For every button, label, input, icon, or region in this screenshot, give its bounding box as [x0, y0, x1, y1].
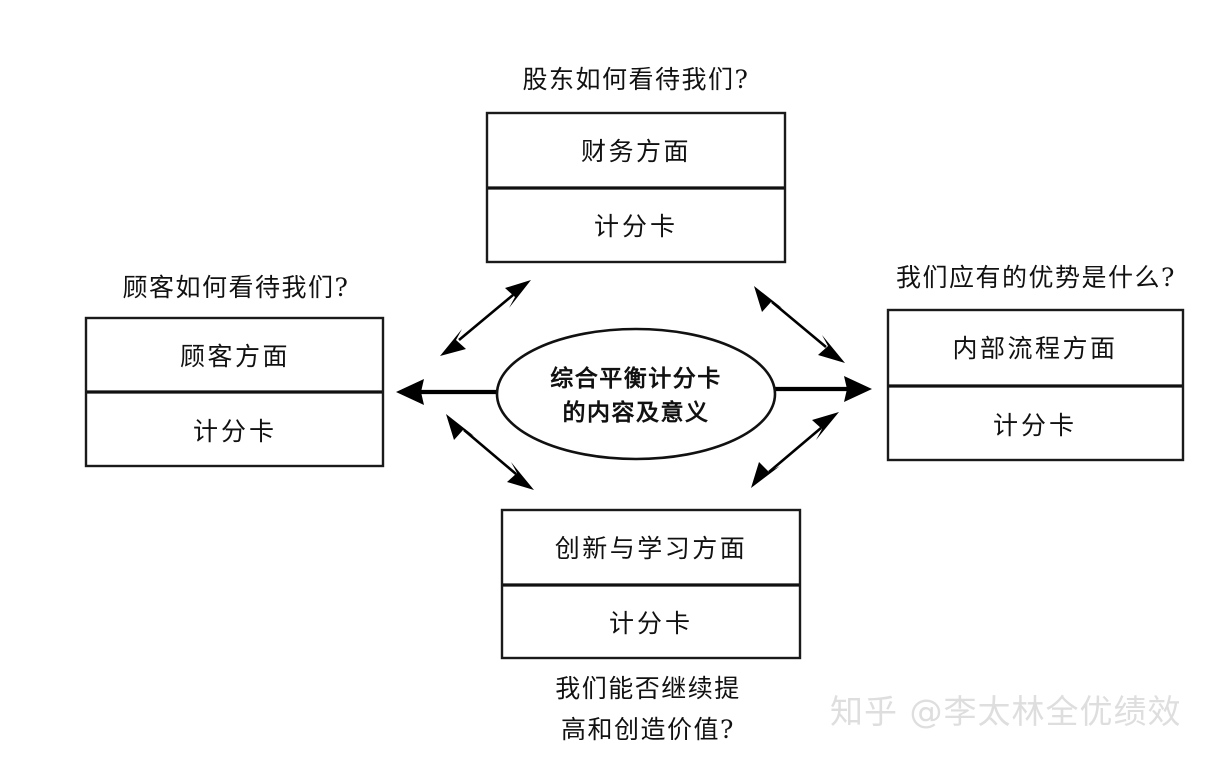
arrow-head-left-icon [396, 379, 424, 405]
perspective-internal-process: 我们应有的优势是什么? 内部流程方面 计分卡 [886, 263, 1185, 462]
perspective-financial: 股东如何看待我们? 财务方面 计分卡 [485, 65, 787, 264]
arrow-head-upleft-a-icon [440, 329, 466, 356]
arrow-head-upleft-b-icon [505, 280, 531, 308]
center-node[interactable]: 综合平衡计分卡 的内容及意义 [495, 327, 777, 461]
center-label-line1: 综合平衡计分卡 [550, 365, 722, 392]
watermark: 知乎 @李太林全优绩效 [830, 692, 1182, 731]
arrow-head-upright-b-icon [818, 335, 845, 363]
arrow-center-bottom-right [751, 412, 839, 488]
internal-process-question-label: 我们应有的优势是什么? [896, 263, 1176, 292]
financial-title: 财务方面 [581, 137, 691, 166]
center-label-line2: 的内容及意义 [563, 399, 710, 426]
internal-process-title: 内部流程方面 [952, 334, 1117, 363]
arrow-center-to-left [396, 379, 500, 405]
customer-title: 顾客方面 [180, 342, 290, 371]
perspective-innovation-learning: 创新与学习方面 计分卡 我们能否继续提 高和创造价值? [500, 508, 802, 744]
internal-process-scorecard: 计分卡 [993, 411, 1077, 440]
arrow-head-downright-a-icon [751, 462, 780, 488]
arrow-head-downright-b-icon [812, 412, 839, 440]
arrow-center-top-left [440, 280, 531, 356]
innovation-learning-question-line2: 高和创造价值? [561, 715, 735, 744]
arrow-head-upright-a-icon [754, 286, 782, 312]
arrow-head-downleft-b-icon [507, 462, 534, 490]
innovation-learning-scorecard: 计分卡 [609, 609, 693, 638]
financial-scorecard: 计分卡 [594, 212, 678, 241]
arrow-center-to-right [772, 376, 872, 402]
financial-question-label: 股东如何看待我们? [523, 65, 750, 94]
perspective-customer: 顾客如何看待我们? 顾客方面 计分卡 [84, 273, 385, 468]
customer-scorecard: 计分卡 [193, 417, 277, 446]
arrow-head-downleft-a-icon [446, 414, 474, 440]
arrow-center-bottom-left [446, 414, 534, 490]
innovation-learning-question-line1: 我们能否继续提 [555, 674, 741, 703]
customer-question-label: 顾客如何看待我们? [123, 273, 350, 302]
center-ellipse-shape[interactable] [495, 327, 777, 461]
arrow-head-right-icon [844, 376, 872, 402]
arrow-center-top-right [754, 286, 845, 363]
innovation-learning-title: 创新与学习方面 [555, 534, 748, 563]
